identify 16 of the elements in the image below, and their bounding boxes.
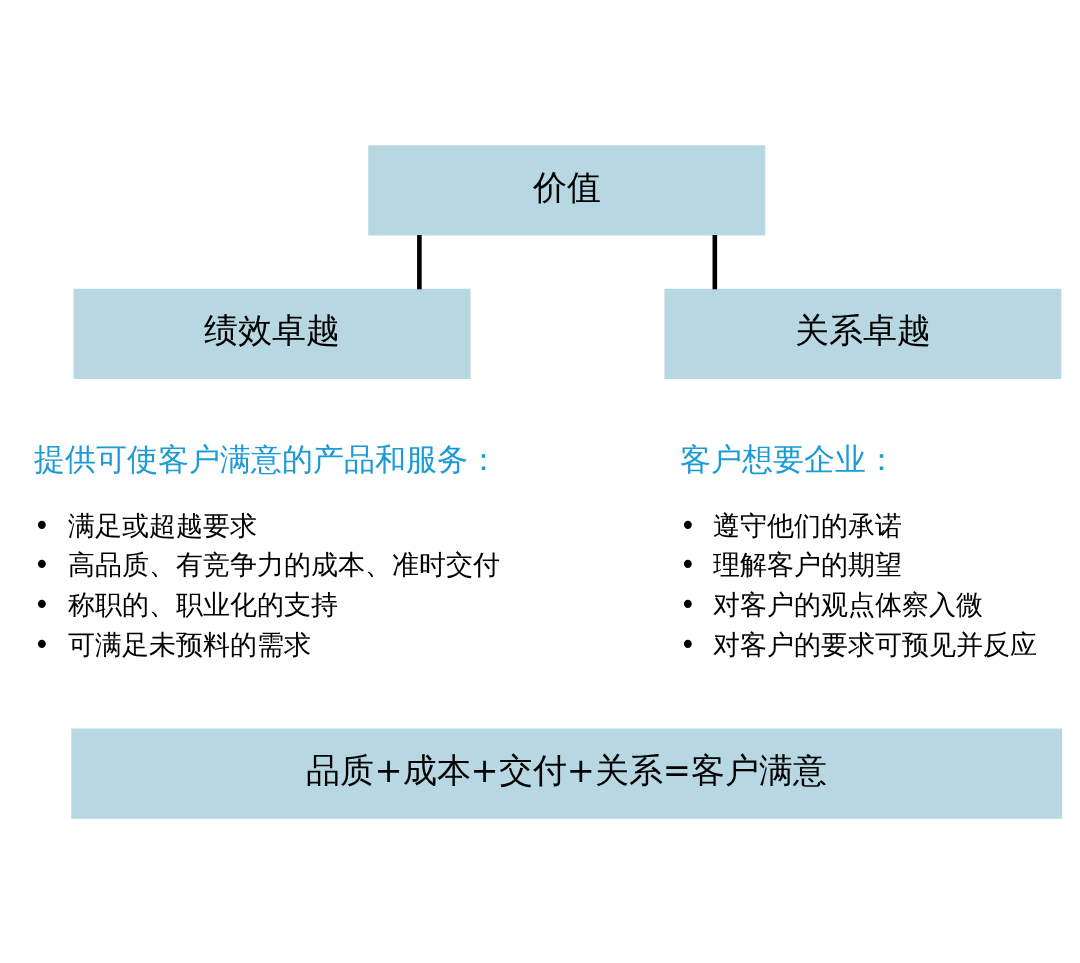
node-label: • 遵守他们的承诺: [679, 508, 903, 541]
node-label: • 高品质、有竞争力的成本、准时交付: [33, 547, 500, 580]
connector: [417, 234, 422, 289]
node-label: • 可满足未预料的需求: [33, 627, 311, 660]
node-label: • 称职的、职业化的支持: [33, 587, 338, 620]
connector: [712, 234, 718, 289]
node-box: 绩效卓越: [73, 288, 471, 379]
node-box: 价值: [368, 144, 766, 235]
node-label: • 对客户的要求可预见并反应: [679, 627, 1038, 660]
node-label: • 对客户的观点体察入微: [679, 587, 984, 620]
node-box: 品质+成本+交付+关系=客户满意: [71, 728, 1063, 819]
node-label: 提供可使客户满意的产品和服务：: [33, 441, 499, 477]
node-label: 客户想要企业：: [679, 441, 897, 477]
node-box: 关系卓越: [664, 288, 1062, 379]
node-label: • 满足或超越要求: [33, 508, 257, 541]
node-label: • 理解客户的期望: [679, 547, 903, 580]
